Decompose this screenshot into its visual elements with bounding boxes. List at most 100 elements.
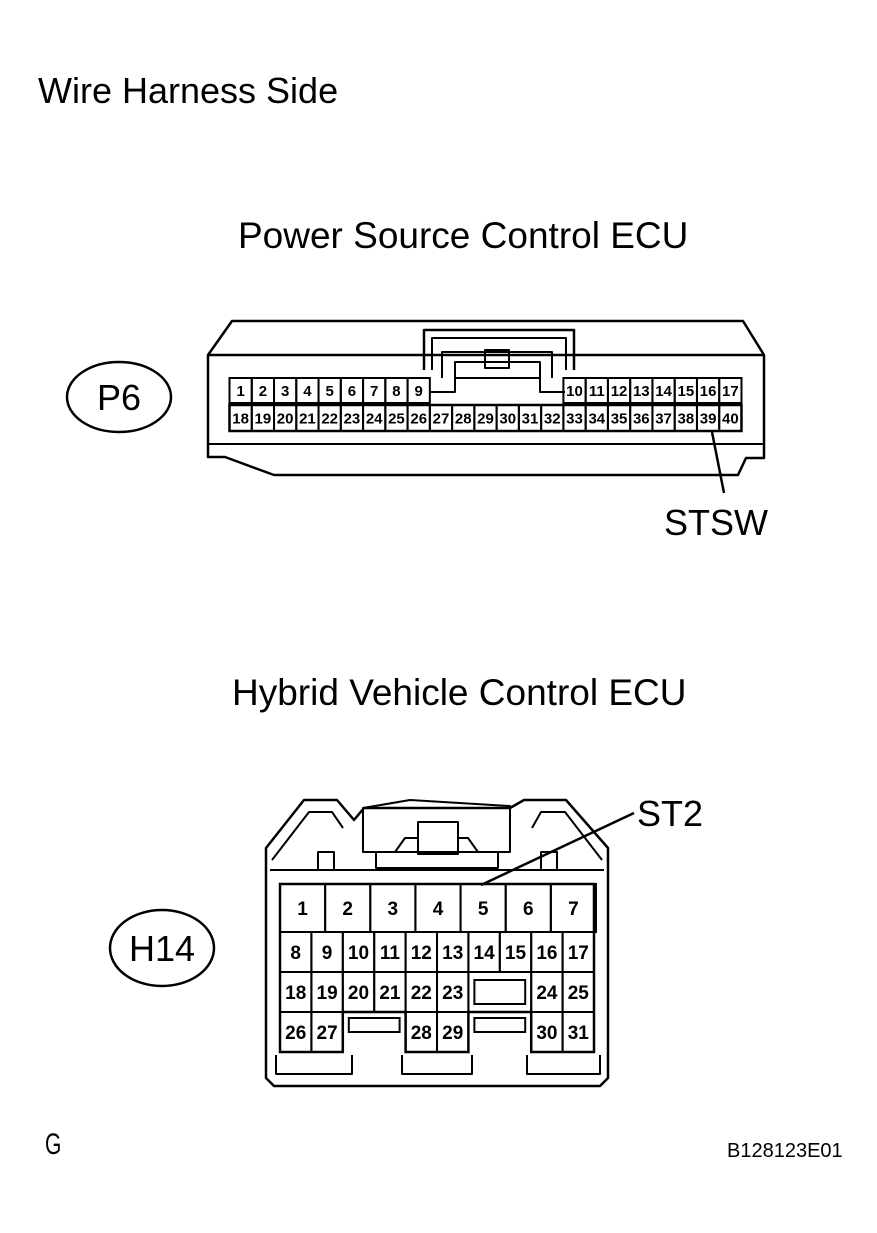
pin-number-31: 31 [522,410,539,427]
h14-connector-title: Hybrid Vehicle Control ECU [232,672,687,713]
pin-number-9: 9 [415,383,423,400]
pin-number-34: 34 [588,410,605,427]
h14-connector [108,798,610,1088]
pin-number-32: 32 [544,410,561,427]
pin-number-29: 29 [477,410,494,427]
p6-lock-knob [484,349,510,369]
pin-number-21: 21 [379,983,401,1004]
p6-code-ellipse [65,360,173,434]
st2-leader-line [480,811,635,887]
pin-number-1: 1 [297,899,308,920]
pin-number-30: 30 [536,1023,557,1044]
pin-number-6: 6 [523,899,534,920]
h14-lock-ramp-left [394,837,418,853]
pin-number-22: 22 [411,983,432,1004]
h14-blank-cavity-inner [473,979,527,1005]
pin-number-26: 26 [285,1023,306,1044]
pin-number-18: 18 [285,983,306,1004]
pin-number-4: 4 [433,899,444,920]
pin-cell-17 [718,377,743,404]
pin-number-37: 37 [655,410,672,427]
h14-foot-right [526,1055,601,1075]
p6-connector [65,319,766,477]
pin-number-28: 28 [455,410,472,427]
pin-number-12: 12 [611,383,628,400]
pin-number-35: 35 [611,410,628,427]
p6-connector-title: Power Source Control ECU [238,215,689,256]
pin-number-29: 29 [442,1023,463,1044]
pin-number-28: 28 [411,1023,432,1044]
pin-number-27: 27 [317,1023,338,1044]
p6-key-recess [430,377,565,393]
pin-number-1: 1 [236,383,244,400]
page-title: Wire Harness Side [38,70,339,111]
p6-lock-latch [441,351,553,378]
p6-pin-row-outline [228,403,743,433]
h14-lock-ramp-right [458,837,479,853]
pin-number-25: 25 [388,410,405,427]
pin-number-5: 5 [325,383,333,400]
pin-cell-9 [406,377,431,404]
p6-connector-code: P6 [97,377,141,418]
h14-left-latch [271,811,344,861]
pin-number-36: 36 [633,410,650,427]
pin-number-11: 11 [589,383,605,400]
pin-number-23: 23 [344,410,361,427]
h14-key-slot-left [347,1017,401,1033]
h14-lock-block [362,799,511,853]
pin-number-17: 17 [568,943,589,964]
pin-number-16: 16 [536,943,557,964]
h14-housing [264,798,610,1088]
pin-number-17: 17 [722,383,739,400]
h14-left-post [317,851,335,870]
pin-number-23: 23 [442,983,463,1004]
pin-number-27: 27 [433,410,450,427]
pin-number-11: 11 [380,943,401,964]
pin-number-7: 7 [370,383,378,400]
pin-number-12: 12 [411,943,432,964]
pin-number-6: 6 [348,383,356,400]
p6-lock-tab-inner [431,337,567,370]
figure-code: B128123E01 [727,1140,843,1162]
h14-lock-knob [417,821,459,855]
h14-key-slot-right [473,1017,527,1033]
pin-number-21: 21 [299,410,316,427]
pin-number-10: 10 [566,383,583,400]
pin-number-9: 9 [322,943,333,964]
p6-lock-groove [454,361,541,378]
p6-housing [206,319,766,477]
pin-number-19: 19 [317,983,338,1004]
pin-number-13: 13 [633,383,650,400]
pin-number-8: 8 [392,383,400,400]
pin-number-15: 15 [677,383,694,400]
pin-number-13: 13 [442,943,463,964]
pin-number-20: 20 [348,983,369,1004]
pin-number-19: 19 [255,410,272,427]
st2-terminal-label: ST2 [637,793,704,834]
pin-number-15: 15 [505,943,527,964]
stsw-terminal-label: STSW [664,502,768,543]
h14-connector-code: H14 [129,928,195,969]
p6-lock-tab [422,328,576,370]
pin-number-2: 2 [259,383,267,400]
pin-number-38: 38 [677,410,694,427]
h14-foot-center [401,1055,473,1075]
pin-number-14: 14 [474,943,496,964]
pin-number-26: 26 [410,410,427,427]
pin-number-30: 30 [499,410,516,427]
pin-number-4: 4 [303,383,312,400]
pin-number-31: 31 [568,1023,590,1044]
pin-number-8: 8 [290,943,301,964]
pin-number-7: 7 [568,899,579,920]
pin-number-3: 3 [388,899,399,920]
pin-number-18: 18 [232,410,249,427]
h14-code-ellipse [108,908,216,988]
pin-number-22: 22 [321,410,338,427]
pin-number-33: 33 [566,410,583,427]
pin-number-10: 10 [348,943,369,964]
pin-number-24: 24 [366,410,383,427]
stsw-leader-line [710,431,726,494]
h14-blank-cavity [467,971,533,1013]
